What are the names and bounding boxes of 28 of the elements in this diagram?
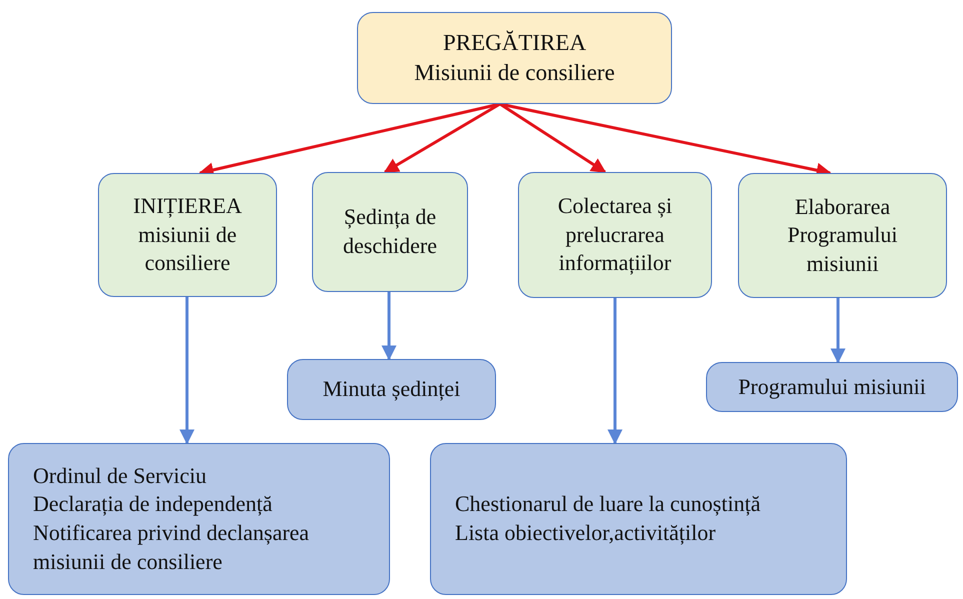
- output-box: [8, 443, 390, 595]
- process-box: [738, 173, 947, 298]
- process-box: [518, 172, 712, 298]
- box-text: Chestionarul de luare la cunoștință: [455, 490, 760, 518]
- process-box: [312, 172, 468, 292]
- arrow: [830, 298, 846, 364]
- box-text: Programului misiunii: [738, 372, 926, 401]
- box-heading: PREGĂTIREA: [442, 29, 586, 58]
- arrow: [382, 292, 396, 360]
- arrow: [499, 102, 606, 174]
- arrow: [180, 297, 194, 444]
- box-text: Elaborarea Programului misiunii: [786, 192, 898, 278]
- arrow: [384, 102, 501, 174]
- box-text: Ordinul de Serviciu: [33, 462, 207, 490]
- box-text: Lista obiectivelor,activităților: [455, 519, 716, 547]
- output-box: [430, 443, 847, 595]
- box-text: Ședința de deschidere: [342, 203, 438, 260]
- box-text: Declarația de independență: [33, 490, 272, 518]
- box-text: Notificarea privind declanșarea misiunii de consiliere: [33, 519, 310, 576]
- process-box: [98, 173, 277, 297]
- output-box: [287, 359, 496, 420]
- box-text: Minuta ședinței: [322, 375, 460, 404]
- box-text: INIȚIEREA misiunii de consiliere: [132, 192, 243, 278]
- arrow: [608, 298, 622, 444]
- title-box: [357, 12, 672, 104]
- box-text: Colectarea și prelucrarea informațiilor: [556, 192, 674, 278]
- output-box: [706, 362, 958, 412]
- box-text: Misiunii de consiliere: [414, 59, 615, 87]
